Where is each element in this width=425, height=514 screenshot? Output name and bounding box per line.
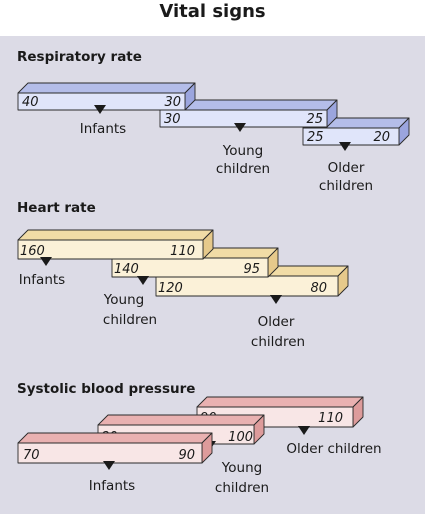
bar-top-face xyxy=(196,396,364,408)
bar-top-face xyxy=(17,229,214,241)
group-label: children xyxy=(319,178,373,194)
bar-left-value: 120 xyxy=(158,281,183,296)
bar-right-value: 25 xyxy=(306,112,323,127)
bar-top-face xyxy=(17,82,196,94)
section-title: Respiratory rate xyxy=(17,49,142,65)
section-title: Systolic blood pressure xyxy=(17,381,195,397)
group-label: Young xyxy=(222,143,263,159)
bar-right-value: 90 xyxy=(178,448,195,463)
bar-top-face xyxy=(17,432,213,444)
group-label: Young xyxy=(221,460,262,476)
marker-triangle-icon xyxy=(137,276,149,285)
bar-right-value: 95 xyxy=(243,262,260,277)
bar-left-value: 70 xyxy=(23,448,40,463)
group-label: Older xyxy=(258,314,295,330)
group-label: Older xyxy=(328,160,365,176)
bar-front-face xyxy=(302,127,400,146)
group-label: children xyxy=(251,334,305,350)
group-label: children xyxy=(216,161,270,177)
bar-left-value: 25 xyxy=(307,130,324,145)
bar-right-value: 100 xyxy=(228,430,253,445)
group-label: children xyxy=(103,312,157,328)
marker-triangle-icon xyxy=(40,257,52,266)
bar-right-value: 80 xyxy=(310,281,327,296)
title-bar: Vital signs xyxy=(0,0,425,36)
marker-triangle-icon xyxy=(270,295,282,304)
bar-right-value: 110 xyxy=(170,244,195,259)
bar-front-face xyxy=(159,109,328,128)
bar-top-face xyxy=(97,414,265,426)
bar-right-value: 20 xyxy=(373,130,390,145)
group-label: Infants xyxy=(80,121,126,137)
bar-right-value: 30 xyxy=(164,95,181,110)
bar-left-value: 30 xyxy=(164,112,181,127)
bar-left-value: 160 xyxy=(20,244,45,259)
marker-triangle-icon xyxy=(298,426,310,435)
group-label: Infants xyxy=(19,272,65,288)
bar-right-value: 110 xyxy=(318,411,343,426)
group-label: children xyxy=(215,480,269,496)
bar-left-value: 40 xyxy=(22,95,39,110)
group-label: Infants xyxy=(89,478,135,494)
marker-triangle-icon xyxy=(234,123,246,132)
marker-triangle-icon xyxy=(103,461,115,470)
bar-left-value: 140 xyxy=(114,262,139,277)
marker-triangle-icon xyxy=(339,142,351,151)
bar-front-face xyxy=(17,239,204,260)
marker-triangle-icon xyxy=(94,105,106,114)
group-label: Young xyxy=(103,292,144,308)
figure-title: Vital signs xyxy=(159,1,266,22)
group-label: Older children xyxy=(286,441,381,457)
section-title: Heart rate xyxy=(17,200,96,216)
bar-front-face xyxy=(17,442,203,464)
